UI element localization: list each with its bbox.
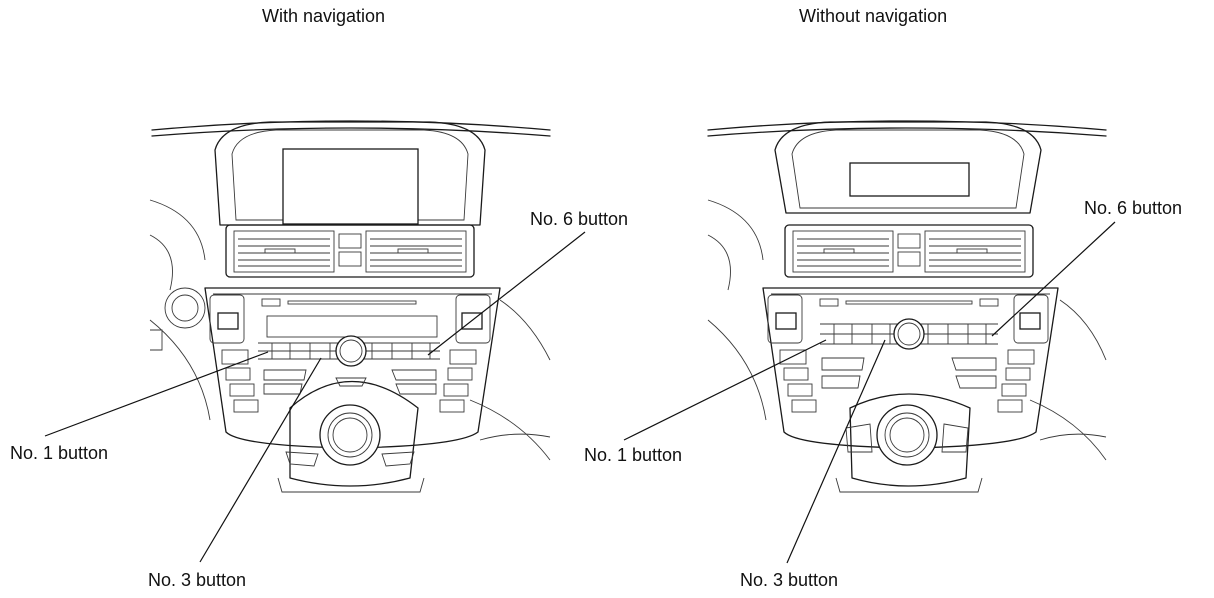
dashboard-without-navigation [707,120,1107,493]
leader-no6-without-navigation [991,221,1116,337]
label-no1-button-without-navigation: No. 1 button [584,445,683,465]
leader-no6-with-navigation [427,231,586,356]
panel-heading-with-navigation: With navigation [262,6,386,26]
label-no3-button-with-navigation: No. 3 button [148,570,247,590]
leader-no3-with-navigation [199,357,322,563]
leader-no3-without-navigation [786,339,886,564]
leader-no1-with-navigation [44,351,269,437]
label-no1-button-with-navigation: No. 1 button [10,443,109,463]
label-no6-button-with-navigation: No. 6 button [530,209,629,229]
label-no3-button-without-navigation: No. 3 button [740,570,839,590]
leader-no1-without-navigation [623,339,827,441]
navigation-screen [282,148,419,225]
dashboard-with-navigation [149,120,551,493]
audio-display [849,162,970,197]
panel-heading-without-navigation: Without navigation [799,6,948,26]
label-no6-button-without-navigation: No. 6 button [1084,198,1183,218]
leader-lines-without-navigation [623,221,1116,564]
leader-lines-with-navigation [44,231,586,563]
